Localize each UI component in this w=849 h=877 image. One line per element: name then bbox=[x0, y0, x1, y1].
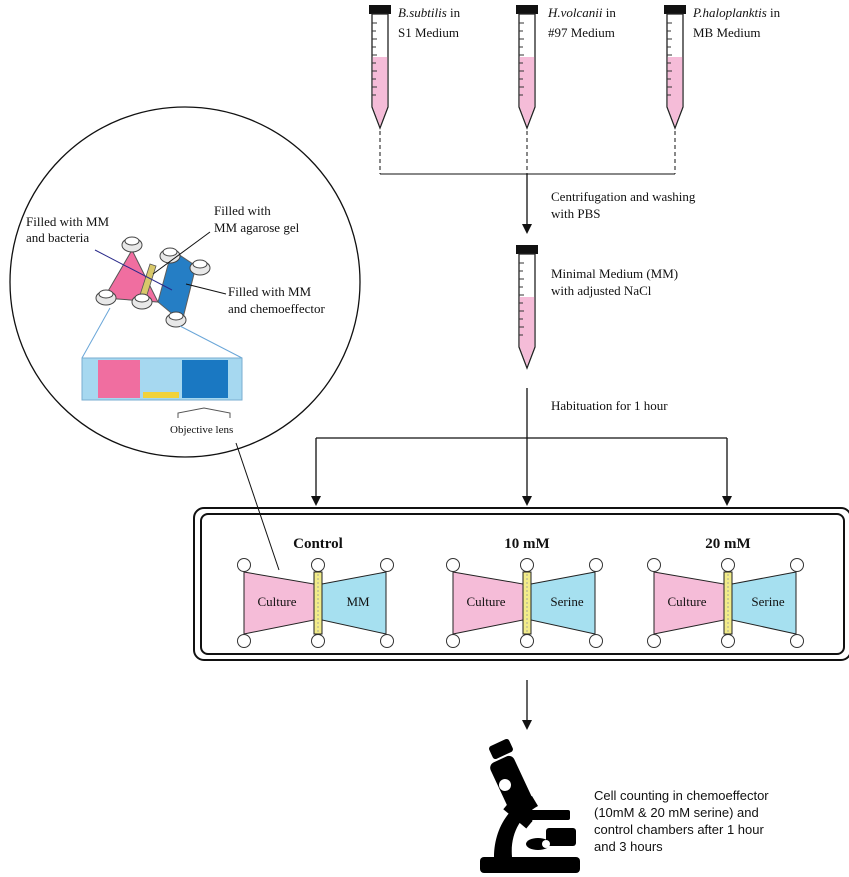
tube-p-haloplanktis bbox=[664, 5, 686, 130]
tube-label-medium: #97 Medium bbox=[548, 25, 615, 40]
gel-label-line1: Filled with bbox=[214, 203, 271, 218]
condition-title: 20 mM bbox=[705, 536, 750, 552]
conditions-panel bbox=[193, 507, 849, 661]
tube-label-medium: S1 Medium bbox=[398, 25, 459, 40]
tube-label-medium: MB Medium bbox=[693, 25, 761, 40]
centrifuge-tube-icon bbox=[516, 5, 538, 130]
tube-minimal-medium bbox=[516, 245, 538, 370]
chemotaxis-chip-20mm: 20 mM Culture Serine bbox=[647, 536, 804, 648]
merge-connector bbox=[379, 131, 676, 175]
effector-label-line2: and chemoeffector bbox=[228, 301, 326, 316]
chemotaxis-chip-10mm: 10 mM Culture Serine bbox=[446, 536, 603, 648]
condition-title: 10 mM bbox=[504, 536, 549, 552]
tube-b-subtilis bbox=[369, 5, 391, 130]
inset-pointer-line bbox=[235, 442, 280, 571]
effector-label-line1: Filled with MM bbox=[228, 284, 312, 299]
zoom-lines bbox=[81, 307, 243, 359]
tube-label-species: P.haloplanktis in bbox=[692, 5, 781, 20]
centrifuge-tube-icon bbox=[369, 5, 391, 130]
chip-left-chamber-label: Culture bbox=[258, 594, 297, 609]
habituation-step: Habituation for 1 hour bbox=[551, 398, 668, 413]
tube-h-volcanii bbox=[516, 5, 538, 130]
leader-lines bbox=[94, 231, 227, 295]
chip-left-chamber-label: Culture bbox=[467, 594, 506, 609]
chip-right-chamber-label: Serine bbox=[550, 594, 583, 609]
objective-lens-label: Objective lens bbox=[170, 424, 233, 436]
bacteria-label-line1: Filled with MM bbox=[26, 214, 110, 229]
chip-right-chamber-label: MM bbox=[346, 594, 370, 609]
tube-label-species: H.volcanii in bbox=[547, 5, 616, 20]
centrifugation-step-line1: Centrifugation and washing bbox=[551, 189, 696, 204]
mm-tube-label-line1: Minimal Medium (MM) bbox=[551, 266, 678, 281]
chip-left-chamber-label: Culture bbox=[668, 594, 707, 609]
chip-detail-inset: Filled with MM and bacteria Filled with … bbox=[9, 106, 361, 458]
chip-cross-section bbox=[81, 357, 243, 401]
final-step-line4: and 3 hours bbox=[594, 839, 663, 854]
gel-label-line2: MM agarose gel bbox=[214, 220, 300, 235]
centrifugation-step-line2: with PBS bbox=[551, 206, 601, 221]
final-step-line2: (10mM & 20 mM serine) and bbox=[594, 805, 759, 820]
chip-right-chamber-label: Serine bbox=[751, 594, 784, 609]
tube-label-species: B.subtilis in bbox=[398, 5, 461, 20]
microscope-icon bbox=[480, 738, 580, 873]
centrifuge-tube-icon bbox=[516, 245, 538, 370]
final-step-line3: control chambers after 1 hour bbox=[594, 822, 764, 837]
final-step-line1: Cell counting in chemoeffector bbox=[594, 788, 769, 803]
chip-3d-sketch bbox=[95, 236, 211, 328]
mm-tube-label-line2: with adjusted NaCl bbox=[551, 283, 652, 298]
condition-title: Control bbox=[293, 536, 343, 552]
chemotaxis-chip-control: Control Culture MM bbox=[237, 536, 394, 648]
distribution-arrows bbox=[311, 437, 732, 506]
objective-lens-icon bbox=[177, 407, 231, 418]
centrifuge-tube-icon bbox=[664, 5, 686, 130]
bacteria-label-line2: and bacteria bbox=[26, 230, 89, 245]
